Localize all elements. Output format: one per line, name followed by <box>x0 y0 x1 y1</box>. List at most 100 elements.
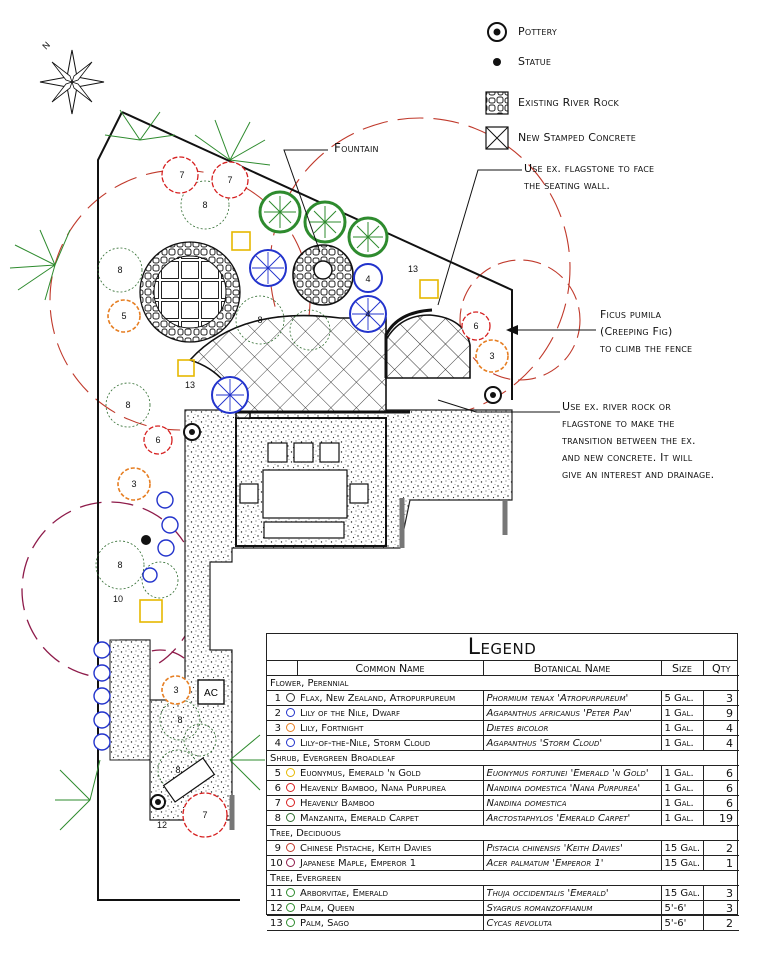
legend-number: 5 <box>267 765 283 781</box>
nandina-icon <box>285 798 295 807</box>
gravel-strip-left <box>109 639 151 761</box>
river-rock-inner <box>153 255 227 329</box>
legend-qty: 4 <box>703 735 739 751</box>
legend-title: Legend <box>267 634 737 661</box>
legend-common-name: Lily, Fortnight <box>297 720 484 736</box>
callout-ficus-line-2: (Creeping Fig) <box>600 325 673 338</box>
palm-fronds <box>9 109 271 831</box>
nandina-shrubs <box>143 156 491 838</box>
callout-fountain: Fountain <box>334 141 379 155</box>
legend-common-name: Japanese Maple, Emperor 1 <box>297 855 484 871</box>
ac-label: AC <box>204 688 218 699</box>
legend-common-name: Palm, Sago <box>297 915 484 931</box>
legend-common-name: Palm, Queen <box>297 900 484 916</box>
legend-symbol <box>283 720 297 736</box>
key-pottery-label: Pottery <box>518 25 557 38</box>
compass-north-label: N <box>40 40 52 52</box>
legend-symbol <box>283 885 297 901</box>
callout-rock-line-5: give an interest and drainage. <box>562 468 715 481</box>
callout-flagstone: Use ex. flagstone to face the seating wa… <box>524 160 654 194</box>
callout-leaders <box>283 149 596 413</box>
svg-text:7: 7 <box>179 170 184 180</box>
legend-size: 1 Gal. <box>661 765 704 781</box>
legend-header-botanical: Botanical Name <box>482 661 661 676</box>
lily-nile-dwarf-icon <box>285 708 295 717</box>
legend-qty: 3 <box>703 885 739 901</box>
callout-ficus-line-1: Ficus pumila <box>600 308 662 321</box>
svg-text:8: 8 <box>177 715 182 725</box>
legend-size: 5'-6' <box>661 915 704 931</box>
legend-symbol <box>283 900 297 916</box>
lily-nile-dwarf-plants <box>93 491 179 751</box>
callout-rock-line-4: and new concrete. It will <box>562 451 693 464</box>
sago-palm-icon <box>285 918 295 927</box>
legend-botanical-name: Arctostaphylos 'Emerald Carpet' <box>483 810 662 826</box>
legend-common-name: Lily of the Nile, Dwarf <box>297 705 484 721</box>
legend-number: 1 <box>267 690 283 706</box>
callout-ficus: Ficus pumila (Creeping Fig) to climb the… <box>600 306 692 357</box>
legend-size: 1 Gal. <box>661 705 704 721</box>
plant-legend: Legend Common Name Botanical Name Size Q… <box>266 633 739 931</box>
legend-botanical-name: Phormium tenax 'Atropurpureum' <box>483 690 662 706</box>
legend-group-row: Tree, Deciduous <box>267 825 739 841</box>
legend-qty: 2 <box>703 915 739 931</box>
pistache-icon <box>285 843 295 852</box>
flax-icon <box>285 693 295 702</box>
fence <box>229 498 508 830</box>
legend-header-size: Size <box>660 661 703 676</box>
storm-cloud-lily-icon <box>285 738 295 747</box>
legend-number: 11 <box>267 885 283 901</box>
callout-river-rock: Use ex. river rock or flagstone to make … <box>562 398 714 483</box>
legend-header-qty: Qty <box>702 661 739 676</box>
legend-size: 1 Gal. <box>661 735 704 751</box>
legend-symbol <box>283 690 297 706</box>
legend-botanical-name: Agapanthus africanus 'Peter Pan' <box>483 705 662 721</box>
euonymus-icon <box>285 768 295 777</box>
svg-text:8: 8 <box>117 265 122 275</box>
legend-botanical-name: Nandina domestica 'Nana Purpurea' <box>483 780 662 796</box>
ac-unit <box>197 679 225 705</box>
legend-size: 1 Gal. <box>661 795 704 811</box>
svg-text:8: 8 <box>125 400 130 410</box>
legend-number: 2 <box>267 705 283 721</box>
callout-flagstone-line-2: the seating wall. <box>524 179 611 192</box>
legend-header-row: Common Name Botanical Name Size Qty <box>267 661 739 676</box>
legend-group-name: Shrub, Evergreen Broadleaf <box>267 750 739 766</box>
legend-size: 5 Gal. <box>661 690 704 706</box>
svg-text:8: 8 <box>202 200 207 210</box>
legend-common-name: Euonymus, Emerald 'n Gold <box>297 765 484 781</box>
legend-common-name: Arborvitae, Emerald <box>297 885 484 901</box>
legend-qty: 6 <box>703 780 739 796</box>
legend-qty: 6 <box>703 795 739 811</box>
fortnight-lilies <box>107 299 509 705</box>
statue-marker <box>141 535 151 545</box>
callout-ficus-line-3: to climb the fence <box>600 342 693 355</box>
svg-text:3: 3 <box>173 685 178 695</box>
plant-tags: 7 7 8 8 8 4 4 13 3 6 5 8 13 3 8 10 3 6 7… <box>113 170 495 830</box>
legend-group-row: Shrub, Evergreen Broadleaf <box>267 750 739 766</box>
legend-group-name: Tree, Deciduous <box>267 825 739 841</box>
legend-number: 8 <box>267 810 283 826</box>
legend-qty: 2 <box>703 840 739 856</box>
legend-common-name: Heavenly Bamboo <box>297 795 484 811</box>
seating-wall <box>384 308 433 378</box>
legend-symbol <box>283 915 297 931</box>
svg-text:3: 3 <box>131 479 136 489</box>
legend-symbol <box>283 705 297 721</box>
legend-qty: 9 <box>703 705 739 721</box>
legend-symbol <box>283 840 297 856</box>
legend-number: 13 <box>267 915 283 931</box>
legend-botanical-name: Syagrus romanzoffianum <box>483 900 662 916</box>
svg-text:8: 8 <box>117 560 122 570</box>
nandina-purpurea-icon <box>285 783 295 792</box>
svg-text:13: 13 <box>408 264 418 274</box>
legend-qty: 4 <box>703 720 739 736</box>
legend-number: 3 <box>267 720 283 736</box>
key-river-rock-label: Existing River Rock <box>518 96 619 109</box>
